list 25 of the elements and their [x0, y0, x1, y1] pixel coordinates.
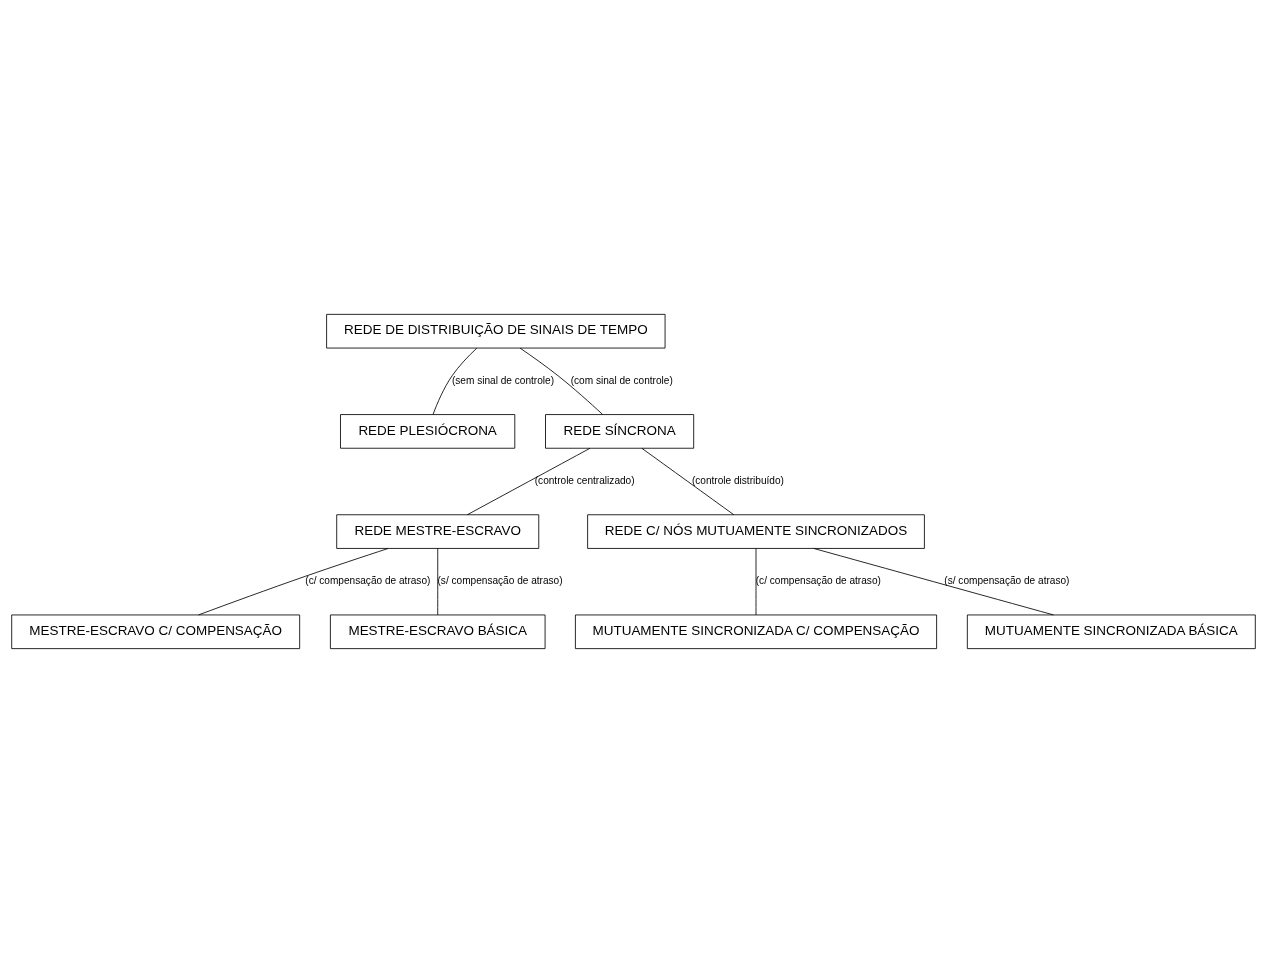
node-box: MESTRE-ESCRAVO BÁSICA: [329, 614, 546, 649]
edge-label: (sem sinal de controle): [451, 374, 555, 386]
connector: [519, 347, 603, 415]
connector: [466, 447, 591, 515]
node-box: REDE SÍNCRONA: [545, 413, 695, 449]
edge-label: (controle distribuído): [691, 474, 784, 486]
node-box: REDE PLESIÓCRONA: [340, 413, 516, 449]
connector: [432, 347, 478, 415]
node-box: REDE C/ NÓS MUTUAMENTE SINCRONIZADOS: [587, 513, 925, 549]
node-box: MESTRE-ESCRAVO C/ COMPENSAÇÃO: [11, 614, 301, 649]
edge-label: (controle centralizado): [534, 474, 635, 486]
connector: [437, 547, 439, 615]
edge-label: (s/ compensação de atraso): [944, 574, 1070, 586]
connector: [755, 547, 757, 615]
node-box: MUTUAMENTE SINCRONIZADA C/ COMPENSAÇÃO: [575, 614, 938, 649]
edge-label: (s/ compensação de atraso): [437, 574, 563, 586]
connector: [641, 447, 735, 515]
node-box: REDE DE DISTRIBUIÇÃO DE SINAIS DE TEMPO: [326, 313, 666, 348]
node-box: REDE MESTRE-ESCRAVO: [336, 513, 540, 549]
connector: [813, 547, 1054, 615]
edge-label: (c/ compensação de atraso): [305, 574, 431, 586]
edge-label: (com sinal de controle): [570, 374, 673, 386]
connector: [198, 547, 389, 615]
edge-label: (c/ compensação de atraso): [755, 574, 881, 586]
node-box: MUTUAMENTE SINCRONIZADA BÁSICA: [966, 614, 1256, 649]
